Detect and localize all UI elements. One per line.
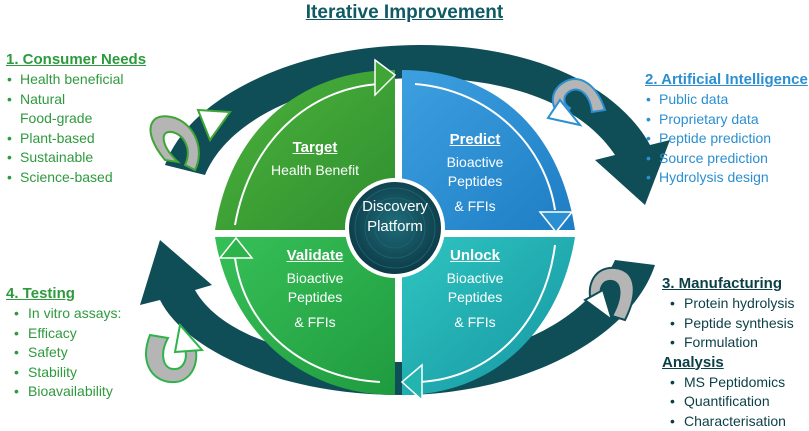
list-item: Source prediction bbox=[645, 149, 809, 169]
list-item: Bioavailability bbox=[6, 382, 156, 402]
analysis-heading: Analysis bbox=[662, 353, 809, 373]
testing-heading: 4. Testing bbox=[6, 284, 156, 304]
ai-heading: 2. Artificial Intelligence bbox=[645, 70, 809, 90]
validate-heading: Validate bbox=[250, 246, 380, 265]
list-item: Food-grade bbox=[6, 109, 156, 129]
consumer-needs-heading: 1. Consumer Needs bbox=[6, 50, 156, 70]
validate-line: Bioactive bbox=[287, 270, 344, 286]
target-heading: Target bbox=[245, 138, 385, 157]
list-item: Public data bbox=[645, 90, 809, 110]
list-item: Health beneficial bbox=[6, 70, 156, 90]
list-item: Science-based bbox=[6, 168, 156, 188]
list-item: MS Peptidomics bbox=[662, 373, 809, 393]
list-item: Natural bbox=[6, 90, 156, 110]
quadrant-validate-text: Validate Bioactive Peptides & FFIs bbox=[250, 246, 380, 337]
unlock-heading: Unlock bbox=[410, 246, 540, 265]
list-item: Characterisation bbox=[662, 412, 809, 431]
center-line-2: Platform bbox=[367, 218, 423, 235]
list-item: Proprietary data bbox=[645, 110, 809, 130]
list-item: In vitro assays: bbox=[6, 304, 156, 324]
predict-line: Bioactive bbox=[447, 154, 504, 170]
quadrant-unlock-text: Unlock Bioactive Peptides & FFIs bbox=[410, 246, 540, 337]
predict-line: & FFIs bbox=[454, 198, 495, 214]
center-label: Discovery Platform bbox=[340, 197, 450, 237]
unlock-line: & FFIs bbox=[454, 314, 495, 330]
predict-line: Peptides bbox=[448, 173, 502, 189]
validate-line: & FFIs bbox=[294, 314, 335, 330]
diagram-title: Iterative Improvement bbox=[0, 2, 809, 24]
list-item: Protein hydrolysis bbox=[662, 294, 809, 314]
center-line-1: Discovery bbox=[362, 198, 428, 215]
manufacturing-panel: 3. Manufacturing Protein hydrolysis Pept… bbox=[662, 274, 809, 431]
list-item: Efficacy bbox=[6, 324, 156, 344]
unlock-line: Bioactive bbox=[447, 270, 504, 286]
validate-line: Peptides bbox=[288, 289, 342, 305]
list-item: Stability bbox=[6, 363, 156, 383]
list-item: Safety bbox=[6, 343, 156, 363]
list-item: Hydrolysis design bbox=[645, 168, 809, 188]
list-item: Quantification bbox=[662, 392, 809, 412]
list-item: Plant-based bbox=[6, 129, 156, 149]
list-item: Formulation bbox=[662, 333, 809, 353]
predict-heading: Predict bbox=[410, 130, 540, 149]
unlock-line: Peptides bbox=[448, 289, 502, 305]
list-item: Peptide prediction bbox=[645, 129, 809, 149]
quadrant-target-text: Target Health Benefit bbox=[245, 138, 385, 180]
ai-panel: 2. Artificial Intelligence Public data P… bbox=[645, 70, 809, 188]
list-item: Sustainable bbox=[6, 148, 156, 168]
list-item: Peptide synthesis bbox=[662, 314, 809, 334]
testing-panel: 4. Testing In vitro assays: Efficacy Saf… bbox=[6, 284, 156, 402]
consumer-needs-panel: 1. Consumer Needs Health beneficial Natu… bbox=[6, 50, 156, 187]
manufacturing-heading: 3. Manufacturing bbox=[662, 274, 809, 294]
target-line: Health Benefit bbox=[271, 162, 359, 178]
